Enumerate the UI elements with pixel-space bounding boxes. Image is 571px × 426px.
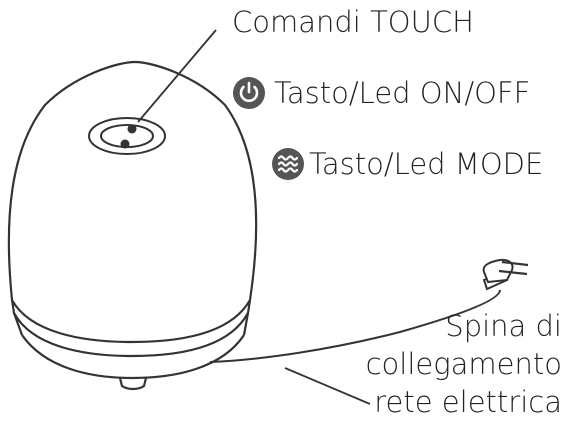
diffuser-base-bottom bbox=[21, 334, 245, 380]
leader-plug bbox=[284, 367, 371, 405]
touch-dot-top bbox=[127, 124, 137, 134]
cable-line bbox=[209, 289, 501, 363]
waves-icon bbox=[272, 148, 304, 180]
diffuser-base-side-left bbox=[10, 299, 24, 336]
label-plug-line3: rete elettrica bbox=[374, 385, 562, 419]
plug-head bbox=[482, 258, 514, 284]
diffuser-base-top bbox=[11, 299, 251, 344]
diffuser-base-side-right bbox=[242, 299, 252, 336]
leader-lines bbox=[137, 29, 371, 405]
touch-panel-outer bbox=[88, 117, 166, 155]
diffuser-base-band bbox=[13, 312, 249, 358]
diffuser-dome bbox=[7, 60, 258, 301]
plug-pin-1 bbox=[501, 260, 529, 267]
power-icon bbox=[233, 77, 265, 109]
power-cable bbox=[209, 289, 501, 363]
touch-dot-bottom bbox=[120, 139, 130, 149]
label-power-key: Tasto/Led ON/OFF bbox=[274, 76, 530, 110]
touch-panel bbox=[88, 117, 166, 155]
plug bbox=[482, 258, 529, 291]
label-plug-line1: Spina di bbox=[445, 309, 562, 343]
label-touch-controls: Comandi TOUCH bbox=[232, 5, 474, 39]
leader-touch bbox=[137, 29, 217, 123]
label-mode-key: Tasto/Led MODE bbox=[309, 147, 543, 181]
plug-pin-2 bbox=[498, 269, 528, 276]
diffuser-foot bbox=[118, 377, 148, 391]
label-plug-line2: collegamento bbox=[366, 347, 562, 381]
diffuser-body bbox=[7, 60, 258, 391]
